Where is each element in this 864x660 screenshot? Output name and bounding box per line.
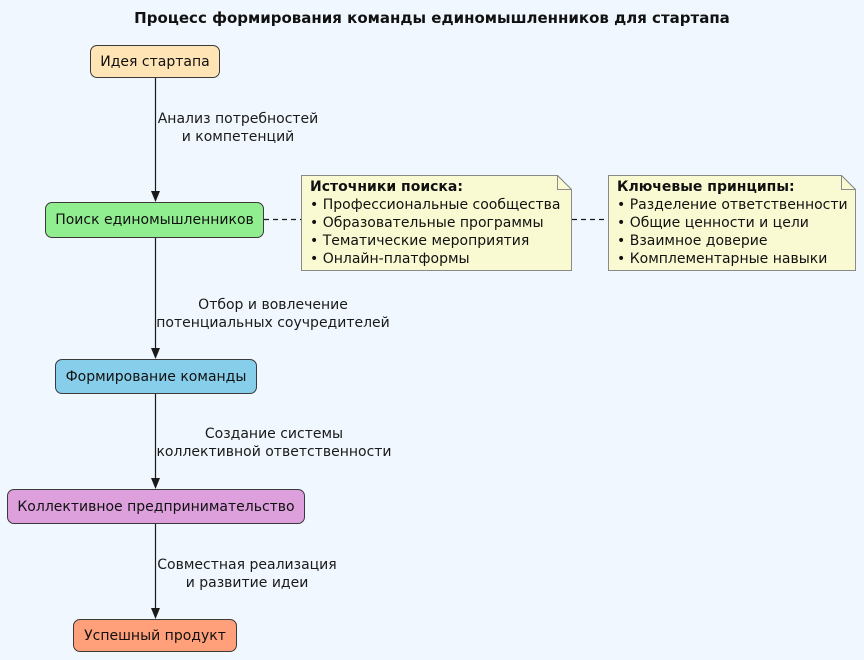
note-body-shape — [608, 175, 856, 271]
note-item: • Профессиональные сообщества — [310, 197, 561, 213]
note-item: • Общие ценности и цели — [617, 215, 809, 231]
note-background — [608, 175, 856, 271]
node-collective-entrepreneurship-label: Коллективное предпринимательство — [17, 498, 295, 515]
edge-label-selection: Отбор и вовлечение потенциальных соучред… — [156, 296, 390, 332]
edge-label-line: потенциальных соучредителей — [156, 315, 390, 331]
note-item: • Комплементарные навыки — [617, 251, 828, 267]
note-item: • Онлайн-платформы — [310, 251, 470, 267]
arrow-lines — [154, 78, 608, 611]
arrowhead-down-icon — [151, 608, 160, 619]
node-collective-entrepreneurship: Коллективное предпринимательство — [7, 489, 305, 524]
edge-label-line: Отбор и вовлечение — [198, 297, 348, 313]
node-team-formation-label: Формирование команды — [65, 368, 247, 385]
arrowheads — [151, 191, 160, 619]
node-successful-product-label: Успешный продукт — [84, 627, 226, 644]
node-successful-product: Успешный продукт — [73, 619, 237, 652]
node-startup-idea: Идея стартапа — [90, 45, 220, 78]
node-team-formation: Формирование команды — [55, 359, 257, 394]
arrowhead-down-icon — [151, 191, 160, 202]
note-title: Источники поиска: — [310, 179, 463, 195]
page-title: Процесс формирования команды единомышлен… — [134, 9, 730, 27]
edge-label-line: Создание системы — [204, 426, 344, 442]
note-item: • Взаимное доверие — [617, 233, 768, 249]
edge-label-line: и компетенций — [181, 129, 295, 145]
node-search-likeminded-label: Поиск единомышленников — [55, 212, 254, 228]
arrowhead-down-icon — [151, 348, 160, 359]
note-key-principles-content: Ключевые принципы: • Разделение ответств… — [608, 175, 856, 271]
note-search-sources-content: Источники поиска: • Профессиональные соо… — [301, 175, 572, 271]
arrowhead-down-icon — [151, 478, 160, 489]
note-title: Ключевые принципы: — [617, 179, 795, 195]
edge-label-joint-realization: Совместная реализация и развитие идеи — [157, 556, 336, 592]
edge-label-line: коллективной ответственности — [156, 444, 392, 460]
note-fold-corner-icon — [557, 175, 572, 190]
edge-label-line: и развитие идеи — [185, 575, 309, 591]
note-fold-corner-icon — [841, 175, 856, 190]
edge-label-line: Совместная реализация — [157, 557, 337, 573]
note-background — [301, 175, 572, 271]
edge-label-responsibility-system: Создание системы коллективной ответствен… — [156, 425, 391, 461]
note-body-shape — [301, 175, 572, 271]
edge-label-line: Анализ потребностей — [157, 111, 319, 127]
node-startup-idea-label: Идея стартапа — [100, 53, 210, 70]
edge-label-analysis: Анализ потребностей и компетенций — [158, 110, 319, 146]
note-search-sources: Источники поиска: • Профессиональные соо… — [301, 175, 572, 271]
note-item: • Образовательные программы — [310, 215, 544, 231]
note-item: • Тематические мероприятия — [310, 233, 530, 249]
note-key-principles: Ключевые принципы: • Разделение ответств… — [608, 175, 856, 271]
note-item: • Разделение ответственности — [617, 197, 848, 213]
node-search-likeminded: Поиск единомышленников — [45, 202, 264, 238]
